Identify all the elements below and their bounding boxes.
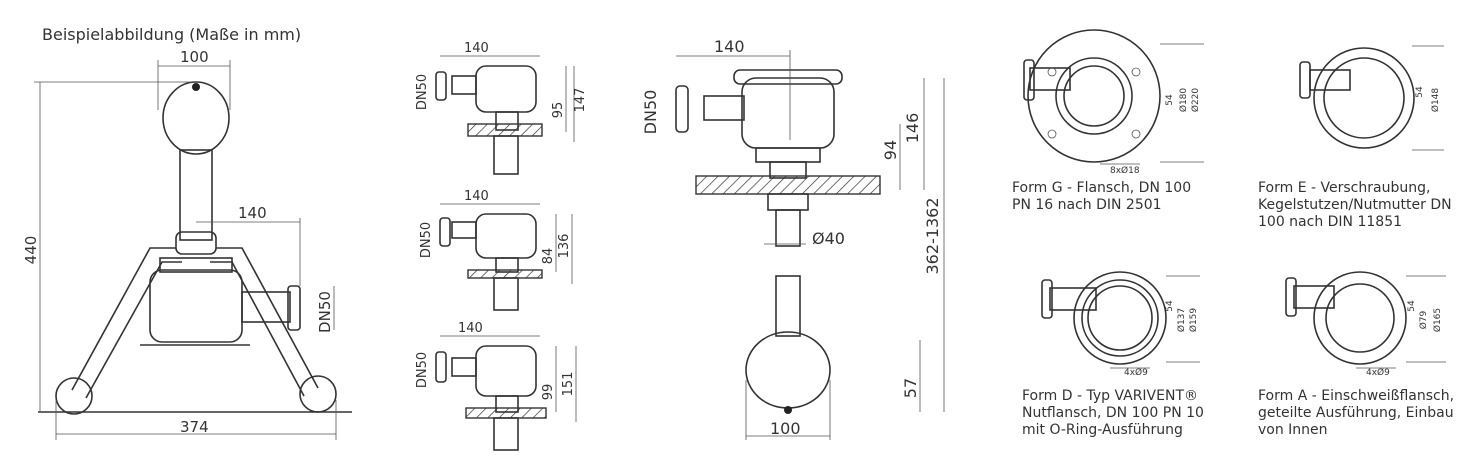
large-view-pipe-diameter: Ø40 xyxy=(812,229,845,248)
flange-d-holes: 4xØ9 xyxy=(1124,367,1148,378)
caption-form-a: Form A - Einschweißflansch, geteilte Aus… xyxy=(1258,388,1455,438)
caption-form-e: Form E - Verschraubung, Kegelstutzen/Nut… xyxy=(1258,180,1452,230)
flange-g-holes: 8xØ18 xyxy=(1110,165,1140,176)
small-view-1 xyxy=(435,55,575,175)
flange-form-d xyxy=(1041,271,1200,369)
small-view-2-h-inner: 84 xyxy=(541,248,556,265)
caption-form-d: Form D - Typ VARIVENT® Nutflansch, DN 10… xyxy=(1022,388,1204,438)
main-view xyxy=(34,60,352,440)
flange-a-dim-165: Ø165 xyxy=(1432,308,1443,332)
flange-d-dim-159: Ø159 xyxy=(1188,308,1199,333)
small-view-1-connection: DN50 xyxy=(415,74,430,110)
flange-form-e xyxy=(1299,45,1444,151)
flange-d-dim-54: 54 xyxy=(1165,300,1175,312)
flange-d-dim-137: Ø137 xyxy=(1176,308,1187,332)
heading: Beispielabbildung (Maße in mm) xyxy=(42,25,301,44)
small-view-2-connection: DN50 xyxy=(419,222,434,258)
small-view-1-h-inner: 95 xyxy=(551,102,566,119)
large-view-h-outer: 146 xyxy=(903,113,922,144)
small-view-3-h-inner: 99 xyxy=(541,384,556,401)
main-height: 440 xyxy=(22,236,40,265)
small-view-2-width: 140 xyxy=(464,189,489,204)
main-side-offset: 140 xyxy=(238,204,267,222)
large-view-width: 140 xyxy=(714,37,745,56)
large-view-ball-width: 100 xyxy=(770,419,801,438)
flange-g-dim-180: Ø180 xyxy=(1178,88,1189,113)
flange-e-dim-148: Ø148 xyxy=(1430,88,1441,113)
caption-form-g: Form G - Flansch, DN 100 PN 16 nach DIN … xyxy=(1012,180,1192,213)
small-view-1-width: 140 xyxy=(464,41,489,56)
small-view-3-width: 140 xyxy=(458,321,483,336)
small-view-3-h-outer: 151 xyxy=(561,372,576,397)
flange-form-a xyxy=(1285,271,1446,369)
small-view-2-h-outer: 136 xyxy=(557,234,572,259)
main-base-width: 374 xyxy=(180,418,209,436)
small-view-3-connection: DN50 xyxy=(415,352,430,388)
flange-e-dim-54: 54 xyxy=(1415,86,1425,98)
main-connection: DN50 xyxy=(316,291,334,333)
flange-a-dim-54: 54 xyxy=(1407,300,1417,312)
large-view-connection: DN50 xyxy=(641,90,660,135)
main-top-width: 100 xyxy=(180,48,209,66)
large-view-ball-height: 57 xyxy=(901,378,920,398)
small-view-3 xyxy=(435,335,577,451)
small-view-1-h-outer: 147 xyxy=(573,88,588,113)
large-view-length-range: 362-1362 xyxy=(923,197,942,274)
flange-g-dim-220: Ø220 xyxy=(1190,88,1201,113)
large-view xyxy=(675,50,945,440)
flange-a-dim-79: Ø79 xyxy=(1418,310,1429,329)
flange-g-dim-54: 54 xyxy=(1165,94,1175,106)
small-view-2 xyxy=(439,203,573,311)
large-view-h-inner: 94 xyxy=(881,140,900,160)
flange-form-g xyxy=(1023,29,1204,165)
flange-a-holes: 4xØ9 xyxy=(1366,367,1390,378)
